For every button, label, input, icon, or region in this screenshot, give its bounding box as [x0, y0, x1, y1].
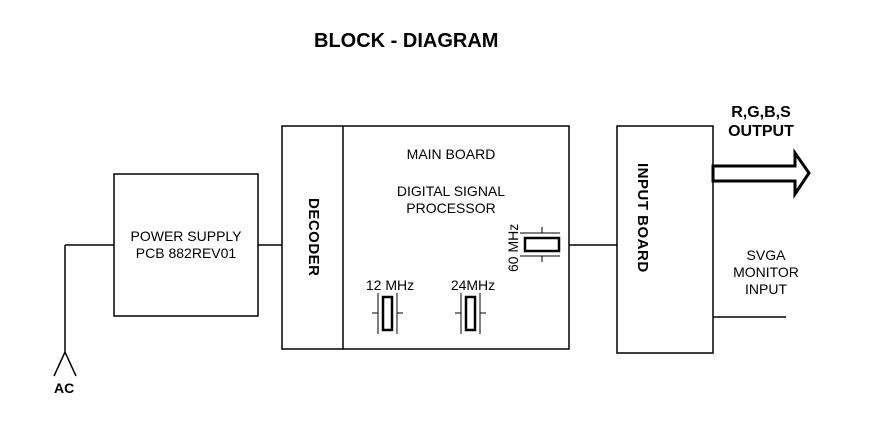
input-board-block: [616, 125, 714, 354]
power-supply-line1: POWER SUPPLY: [130, 228, 242, 244]
svga-line3: INPUT: [745, 281, 787, 297]
ac-prong-left: [53, 351, 66, 377]
svga-line2: MONITOR: [733, 264, 799, 280]
crystal-24mhz-icon: [455, 293, 486, 334]
main-board-label: MAIN BOARD: [406, 146, 496, 162]
power-supply-label: POWER SUPPLY PCB 882REV01: [114, 228, 258, 262]
crystal-24mhz-label: 24MHz: [450, 277, 496, 293]
rgbs-output-label: R,G,B,S OUTPUT: [716, 103, 806, 141]
diagram-title: BLOCK - DIAGRAM: [314, 30, 499, 52]
input-board-label: INPUT BOARD: [634, 163, 651, 273]
rgbs-output-arrow: [711, 148, 811, 199]
svga-monitor-input-label: SVGA MONITOR INPUT: [726, 247, 806, 298]
ac-prong-right: [64, 351, 77, 377]
dsp-line1: DIGITAL SIGNAL: [396, 183, 506, 199]
crystal-60mhz-icon: [520, 227, 561, 262]
output-line2: OUTPUT: [728, 123, 794, 140]
dsp-line2: PROCESSOR: [406, 200, 496, 216]
crystal-12mhz-icon: [372, 293, 403, 334]
svga-line1: SVGA: [746, 247, 786, 263]
main-board-block: [281, 125, 570, 350]
power-supply-line2: PCB 882REV01: [135, 245, 237, 261]
output-line1: R,G,B,S: [731, 104, 791, 121]
dsp-label: DIGITAL SIGNAL PROCESSOR: [343, 183, 559, 217]
decoder-label: DECODER: [305, 198, 322, 277]
crystal-12mhz-label: 12 MHz: [365, 277, 415, 293]
ac-label: AC: [54, 380, 75, 396]
crystal-60mhz-label: 60 MHz: [505, 223, 521, 272]
